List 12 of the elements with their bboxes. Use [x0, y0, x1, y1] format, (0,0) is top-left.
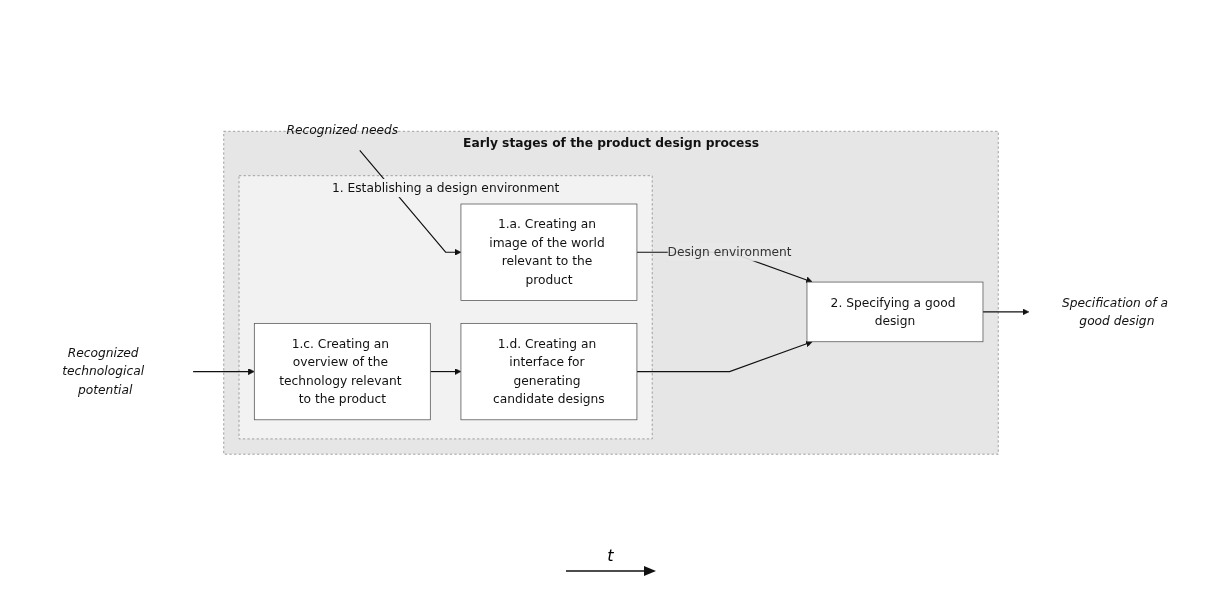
- arrow: [981, 308, 1029, 316]
- arrow: [429, 368, 461, 376]
- node-text: Recognized technological potential: [61, 345, 144, 398]
- node-box: 1.a. Creating an image of the world relevant to the product: [460, 203, 637, 302]
- edge-label: Design environment: [667, 244, 792, 260]
- arrow: [192, 368, 255, 376]
- arrow: [635, 340, 813, 373]
- node-box: 1.d. Creating an interface for generating candidate designs: [460, 323, 637, 421]
- node-box: 1.c. Creating an overview of the technology relevant to the product: [253, 323, 431, 421]
- node-text: Specification of a good design: [1061, 295, 1168, 329]
- node-box: 2. Specifying a good design: [806, 282, 983, 343]
- time-label: t: [607, 546, 614, 565]
